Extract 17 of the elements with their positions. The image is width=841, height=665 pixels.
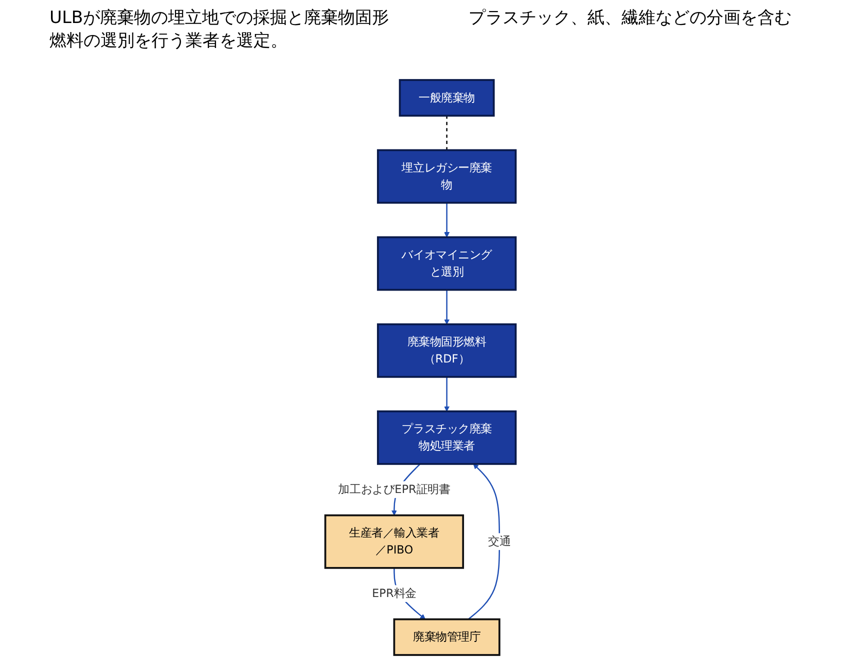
edge-label: EPR料金 bbox=[372, 586, 416, 600]
edge-label: 交通 bbox=[488, 534, 511, 548]
note-text: プラスチック、紙、繊維などの分画を含む bbox=[468, 7, 792, 30]
edge-label: 加工およびEPR証明書 bbox=[338, 482, 450, 496]
note-text: ULBが廃棄物の埋立地での採掘と廃棄物固形燃料の選別を行う業者を選定。 bbox=[50, 7, 390, 53]
arrow bbox=[444, 376, 450, 412]
arrow bbox=[444, 289, 450, 324]
connector bbox=[446, 115, 448, 150]
node-box: 一般廃棄物 bbox=[398, 78, 495, 116]
node-box: プラスチック廃棄物処理業者 bbox=[376, 410, 517, 464]
node-box: 廃棄物管理庁 bbox=[393, 618, 500, 656]
arrow bbox=[444, 202, 450, 237]
node-box: 生産者／輸入業者／PIBO bbox=[324, 514, 464, 568]
node-box: 廃棄物固形燃料（RDF） bbox=[376, 322, 517, 378]
node-box: バイオマイニングと選別 bbox=[376, 236, 517, 290]
arrow bbox=[468, 463, 500, 620]
node-box: 埋立レガシー廃棄物 bbox=[376, 148, 517, 204]
